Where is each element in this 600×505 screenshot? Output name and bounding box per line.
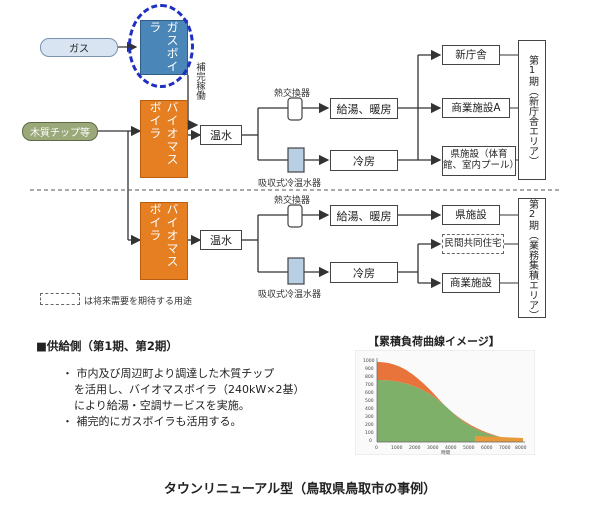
svg-text:4000: 4000 xyxy=(445,445,457,451)
svg-text:6000: 6000 xyxy=(481,445,493,451)
gas-source: ガス xyxy=(40,38,118,57)
svg-text:400: 400 xyxy=(365,406,374,412)
legend-text: は将来需要を期待する用途 xyxy=(84,297,193,307)
svg-text:600: 600 xyxy=(365,390,374,396)
svg-text:100: 100 xyxy=(365,430,374,436)
figure-caption: タウンリニューアル型（鳥取県鳥取市の事例） xyxy=(163,482,437,497)
svg-text:7000: 7000 xyxy=(499,445,511,451)
svg-text:0: 0 xyxy=(369,438,372,444)
svg-text:時間: 時間 xyxy=(441,450,450,455)
supply-side-title: ■供給側（第1期、第2期） xyxy=(36,339,178,353)
legend-dashed-swatch xyxy=(40,293,80,305)
supplement-label: 補完稼働 xyxy=(194,62,205,100)
hot-water-2: 温水 xyxy=(200,230,242,250)
bullet-line-2: を活用し、バイオマスボイラ（240kW×2基） xyxy=(74,382,305,396)
gas-boiler-highlight xyxy=(128,4,194,88)
svg-text:300: 300 xyxy=(365,414,374,420)
absorption-chiller-label-2: 吸収式冷温水器 xyxy=(258,290,322,300)
bullet-line-1: ・ 市内及び周辺町より調達した木質チップ xyxy=(62,367,275,380)
svg-text:800: 800 xyxy=(365,374,374,380)
bullet-line-4: ・ 補完的にガスボイラも活用する。 xyxy=(62,414,242,428)
biomass-boiler-1: バイオマスボイラ xyxy=(140,100,188,178)
dest-private-housing: 民間共同住宅 xyxy=(442,234,504,254)
dest-commercial: 商業施設 xyxy=(442,273,500,293)
supply-side-bullets: ・ 市内及び周辺町より調達した木質チップ を活用し、バイオマスボイラ（240kW… xyxy=(62,366,304,430)
svg-text:2000: 2000 xyxy=(409,445,421,451)
heat-exchanger-label-2: 熱交換器 xyxy=(274,196,311,206)
svg-text:5000: 5000 xyxy=(463,445,475,451)
svg-text:500: 500 xyxy=(365,398,374,404)
dest-prefectural-facility-gym: 県施設（体育館、室内プール） xyxy=(442,146,519,176)
bullet-line-3: により給湯・空調サービスを実施。 xyxy=(74,398,250,412)
heat-exchanger-label-1: 熱交換器 xyxy=(274,89,311,99)
svg-text:900: 900 xyxy=(365,366,374,372)
dest-commercial-a: 商業施設A xyxy=(442,98,510,118)
svg-text:1000: 1000 xyxy=(391,445,403,451)
wood-chip-source: 木質チップ等 xyxy=(22,122,98,141)
hot-water-1: 温水 xyxy=(200,125,242,145)
svg-text:700: 700 xyxy=(365,382,374,388)
load-curve-chart: 1000 900 800 700 600 500 400 300 200 100… xyxy=(355,350,535,455)
dest-new-office: 新庁舎 xyxy=(442,45,500,65)
dest-prefectural-facility: 県施設 xyxy=(442,205,500,225)
phase-1-label: 第1期（新庁舎エリア） xyxy=(518,40,546,180)
svg-text:8000: 8000 xyxy=(515,445,527,451)
phase-2-label: 第2期（業務集積エリア） xyxy=(518,198,546,320)
svg-text:0: 0 xyxy=(375,445,378,451)
absorption-chiller-label-1: 吸収式冷温水器 xyxy=(258,179,322,189)
curve-title: 【累積負荷曲線イメージ】 xyxy=(368,335,500,348)
x-tick-labels: 0 1000 2000 3000 4000 5000 6000 7000 800… xyxy=(375,445,527,455)
use-hot-water-heating-1: 給湯、暖房 xyxy=(330,98,398,119)
use-cooling-1: 冷房 xyxy=(330,150,398,171)
use-hot-water-heating-2: 給湯、暖房 xyxy=(330,205,398,226)
svg-text:1000: 1000 xyxy=(363,358,375,364)
svg-text:200: 200 xyxy=(365,422,374,428)
biomass-boiler-2: バイオマスボイラ xyxy=(140,202,188,280)
svg-text:3000: 3000 xyxy=(427,445,439,451)
use-cooling-2: 冷房 xyxy=(330,262,398,283)
y-tick-labels: 1000 900 800 700 600 500 400 300 200 100… xyxy=(363,358,375,444)
